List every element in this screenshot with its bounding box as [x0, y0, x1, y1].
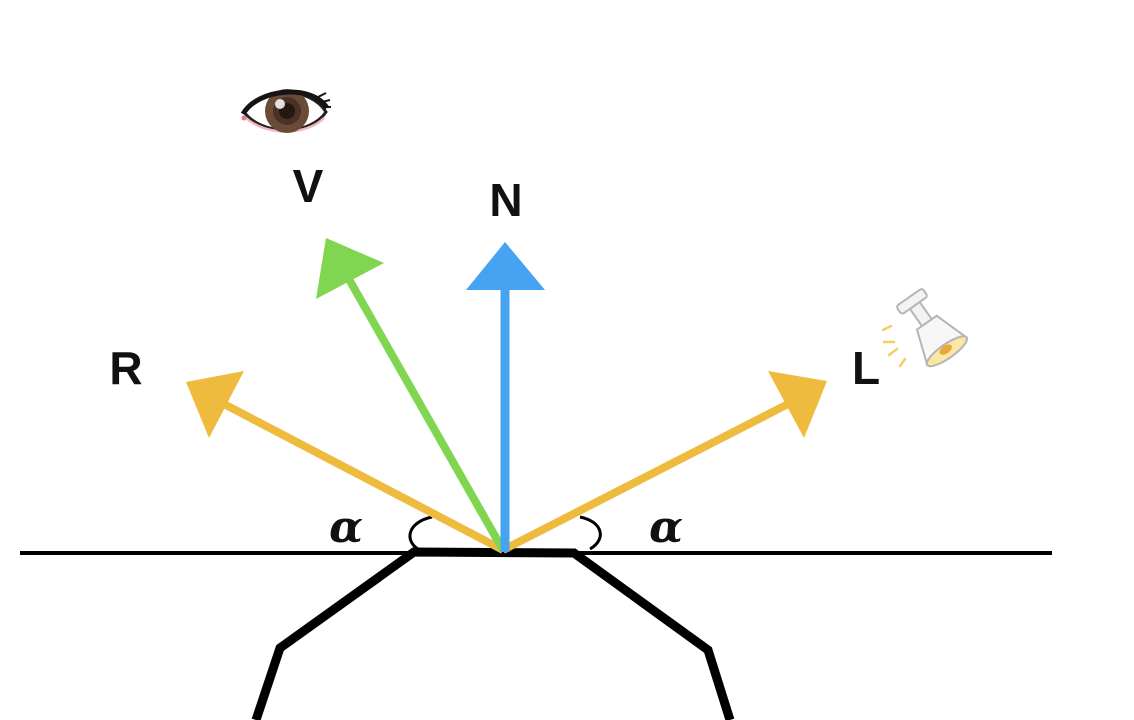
normal-arrowhead: [466, 242, 545, 290]
reflect-arrowhead: [186, 371, 244, 438]
reflect-vector: [186, 371, 505, 554]
angle-label-left: α: [329, 502, 363, 553]
normal-vector: [466, 242, 545, 552]
light-vector: [501, 371, 827, 554]
angle-label-right: α: [649, 502, 683, 553]
object-outline: [251, 547, 735, 720]
eye-icon: [240, 89, 331, 133]
view-vector: [316, 238, 507, 552]
angle-arc-left: [408, 515, 433, 551]
light-arrowhead: [768, 371, 827, 438]
normal-label: N: [489, 174, 522, 226]
reflect-label: R: [109, 342, 142, 394]
view-label: V: [293, 160, 324, 212]
spotlight-icon: [881, 288, 969, 368]
view-arrowhead: [316, 238, 384, 299]
angle-arc-right: [579, 515, 602, 551]
light-label: L: [852, 342, 880, 394]
